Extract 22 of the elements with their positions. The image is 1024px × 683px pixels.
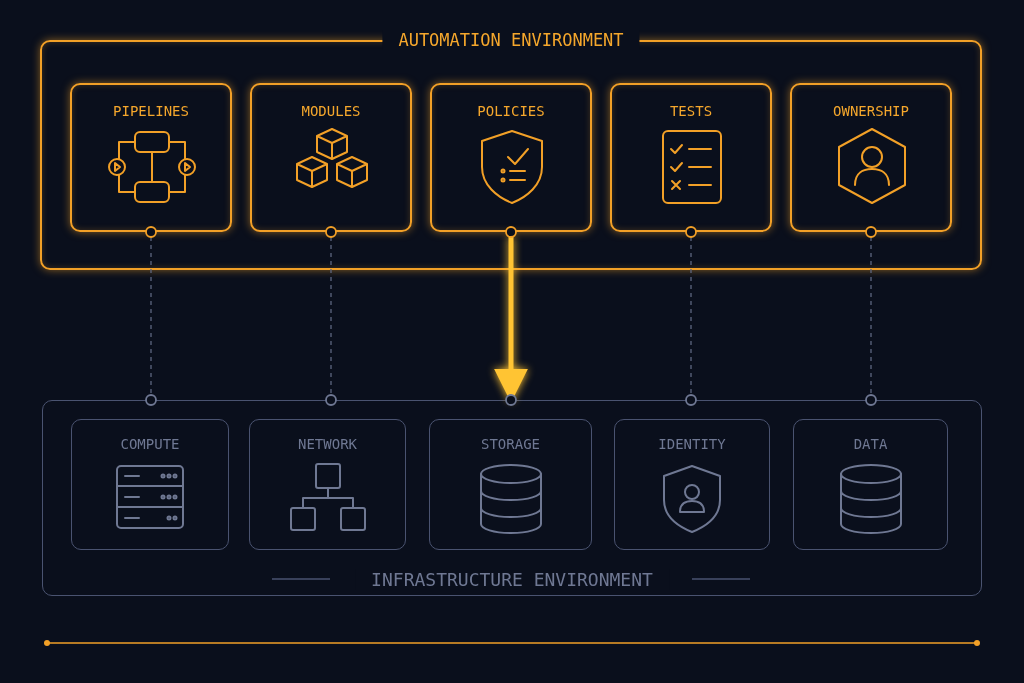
card-title: NETWORK [298,436,357,452]
resource-card [70,83,232,232]
resource-card [610,83,772,232]
card-title: COMPUTE [120,436,180,452]
panel-title: AUTOMATION ENVIRONMENT [382,30,640,50]
resource-card [430,83,592,232]
card-title: TESTS [669,103,713,119]
card-title: OWNERSHIP [833,103,909,119]
card-title: MODULES [301,103,361,119]
resource-card [790,83,952,232]
card-title: PIPELINES [113,103,189,119]
resource-card [250,83,412,232]
resource-card [793,419,948,550]
resource-card [614,419,770,550]
card-title: POLICIES [477,103,545,119]
environment-panel [42,400,982,596]
card-title: STORAGE [481,436,540,452]
resource-card [71,419,229,550]
resource-card [429,419,592,550]
card-title: IDENTITY [658,436,726,452]
resource-card [249,419,406,550]
card-title: DATA [853,436,888,452]
